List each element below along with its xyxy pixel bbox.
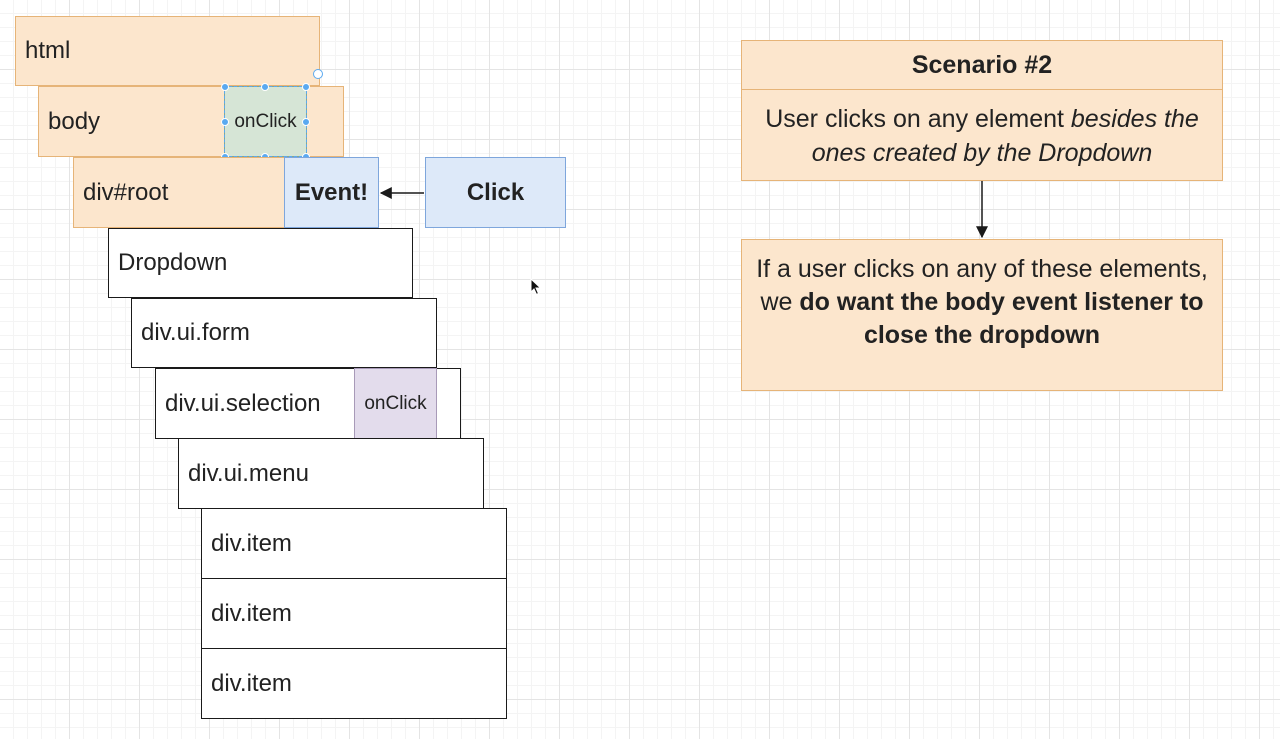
resize-handle-middle-left[interactable] [221, 118, 229, 126]
resize-handle-top-left[interactable] [221, 83, 229, 91]
click-node-label: Click [466, 178, 525, 206]
item-node[interactable]: div.item [201, 648, 507, 719]
html-node-label: html [25, 37, 71, 64]
resize-handle-top-right[interactable] [302, 83, 310, 91]
body-onclick-label: onClick [234, 110, 297, 132]
event-node-label: Event! [294, 178, 369, 206]
item-node[interactable]: div.item [201, 578, 507, 649]
event-node[interactable]: Event! [284, 157, 379, 228]
resize-handle-middle-right[interactable] [302, 118, 310, 126]
scenario-result: If a user clicks on any of these element… [742, 240, 1222, 352]
item-node-label: div.item [211, 599, 292, 627]
dropdown-node-label: Dropdown [118, 249, 228, 276]
click-node[interactable]: Click [425, 157, 566, 228]
dropdown-node[interactable]: Dropdown [108, 228, 413, 298]
scenario-result-emphasis: do want the body event listener to close… [799, 288, 1204, 349]
scenario-result-card[interactable]: If a user clicks on any of these element… [741, 239, 1223, 391]
body-onclick-handler[interactable]: onClick [224, 86, 307, 157]
scenario-title: Scenario #2 [742, 41, 1222, 90]
scenario-description: User clicks on any element besides the o… [742, 90, 1222, 170]
selection-onclick-handler[interactable]: onClick [354, 368, 437, 439]
form-node[interactable]: div.ui.form [131, 298, 437, 368]
item-node-label: div.item [211, 529, 292, 557]
scenario-description-text: User clicks on any element [765, 105, 1071, 133]
item-node-label: div.item [211, 669, 292, 697]
html-node[interactable]: html [15, 16, 320, 86]
root-node-label: div#root [83, 178, 169, 206]
menu-node[interactable]: div.ui.menu [178, 438, 484, 509]
selection-onclick-label: onClick [364, 392, 427, 414]
selection-node-label: div.ui.selection [165, 389, 321, 417]
scenario-result-text: If a user clicks on any of these element… [756, 255, 1208, 316]
scenario-card[interactable]: Scenario #2 User clicks on any element b… [741, 40, 1223, 181]
form-node-label: div.ui.form [141, 319, 250, 346]
resize-handle-top-center[interactable] [261, 83, 269, 91]
mouse-pointer-icon [530, 278, 542, 296]
scenario-description-emphasis: besides the ones created by the Dropdown [811, 105, 1199, 167]
menu-node-label: div.ui.menu [188, 459, 309, 487]
body-node-label: body [48, 107, 101, 135]
item-node[interactable]: div.item [201, 508, 507, 579]
rotate-handle-icon[interactable] [313, 69, 323, 79]
root-node[interactable]: div#root [73, 157, 285, 228]
